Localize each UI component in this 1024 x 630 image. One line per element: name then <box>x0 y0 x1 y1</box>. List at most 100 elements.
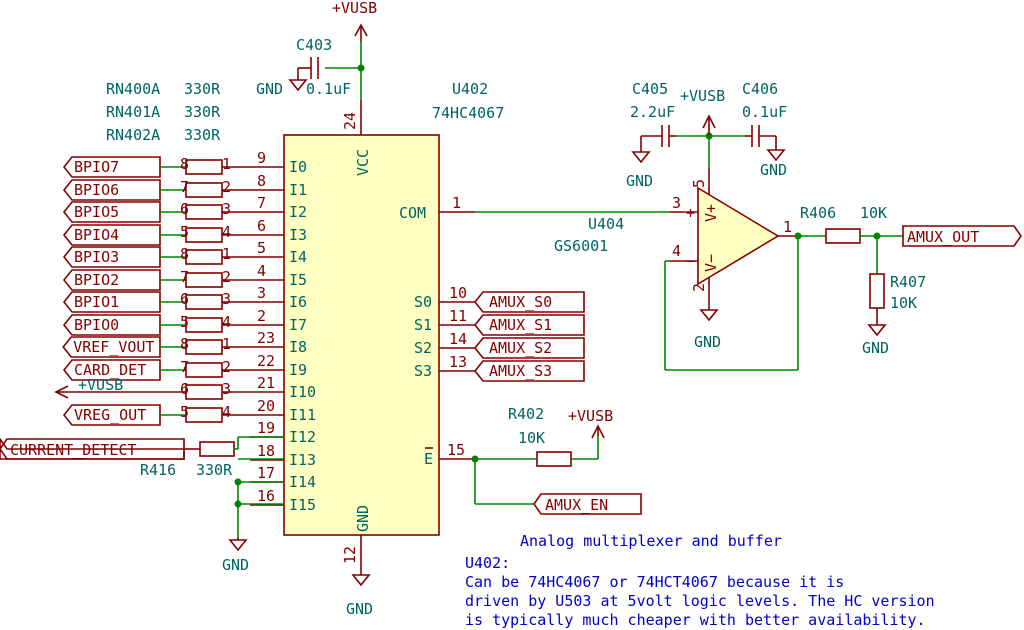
chip-input-label-i3: I3 <box>289 226 307 244</box>
net-label--vusb: +VUSB <box>78 376 123 394</box>
net-label-bpio3: BPIO3 <box>74 248 119 266</box>
c403-ref: C403 <box>296 36 332 54</box>
chip-input-label-i10: I10 <box>289 383 316 401</box>
chip-input-label-i9: I9 <box>289 361 307 379</box>
rn-resistor-bpio6 <box>185 182 223 198</box>
gnd-symbol-left <box>228 537 248 552</box>
r407-value: 10K <box>890 294 917 312</box>
chip-pin-number-i11: 20 <box>257 397 275 415</box>
rn402-value: 330R <box>184 126 221 144</box>
chip-input-label-i12: I12 <box>289 428 316 446</box>
amux-out-flag <box>902 225 1022 247</box>
chip-select-label-s0: S0 <box>414 293 432 311</box>
net-label-bpio0: BPIO0 <box>74 316 119 334</box>
rn-pin-a-bpio4: 5 <box>180 223 189 241</box>
c406-value: 0.1uF <box>742 103 787 121</box>
chip-select-pin-number-s3: 13 <box>449 353 467 371</box>
note-line1: U402: <box>465 554 510 572</box>
r416-body <box>199 441 235 457</box>
rn-pin-a-card-det: 7 <box>180 358 189 376</box>
gnd-pin-number: 12 <box>341 546 359 564</box>
enable-label: E <box>424 450 433 468</box>
chip-input-label-i13: I13 <box>289 451 316 469</box>
chip-ref: U402 <box>452 80 488 98</box>
mux-chip-body <box>283 134 440 536</box>
chip-pin-number-i4: 5 <box>257 239 266 257</box>
chip-pin-number-i0: 9 <box>257 149 266 167</box>
chip-pin-number-i10: 21 <box>257 374 275 392</box>
chip-select-label-s2: S2 <box>414 339 432 357</box>
gnd-opamp-label: GND <box>694 333 721 351</box>
rn-pin-b-bpio6: 2 <box>222 178 231 196</box>
chip-value: 74HC4067 <box>432 104 504 122</box>
r407-body <box>869 273 885 309</box>
gnd-symbol-c403 <box>288 79 308 92</box>
opamp-vplus-pin-number: 5 <box>690 179 708 188</box>
rn-resistor-bpio2 <box>185 272 223 288</box>
rn-resistor-bpio5 <box>185 204 223 220</box>
opamp-vminus-label: V− <box>702 254 720 272</box>
chip-pin-number-i1: 8 <box>257 172 266 190</box>
c405-ref: C405 <box>632 80 668 98</box>
rn-pin-b--vusb: 3 <box>222 380 231 398</box>
chip-input-label-i15: I15 <box>289 496 316 514</box>
note-line3: driven by U503 at 5volt logic levels. Th… <box>465 592 935 610</box>
gnd-c403-label: GND <box>256 80 283 98</box>
chip-com-label: COM <box>399 204 426 222</box>
rn-resistor-bpio4 <box>185 227 223 243</box>
current-detect-label: CURRENT_DETECT <box>10 441 136 459</box>
chip-select-label-s1: S1 <box>414 316 432 334</box>
chip-pin-number-i5: 4 <box>257 262 266 280</box>
rn-pin-b-bpio7: 1 <box>222 155 231 173</box>
opamp-plus-sign: + <box>686 204 695 222</box>
net-flag-amux-s0 <box>473 291 585 313</box>
rn-pin-a-bpio5: 6 <box>180 200 189 218</box>
gnd-r407-label: GND <box>862 339 889 357</box>
rn-resistor-bpio7 <box>185 159 223 175</box>
opamp-minus-sign: − <box>686 252 695 270</box>
r402-body <box>536 451 572 467</box>
net-label-bpio1: BPIO1 <box>74 293 119 311</box>
net-label-bpio4: BPIO4 <box>74 226 119 244</box>
net-flag-amux-s1 <box>473 314 585 336</box>
net-label-amux-s1: AMUX_S1 <box>489 316 552 334</box>
rn-resistor-bpio1 <box>185 294 223 310</box>
opamp-value: GS6001 <box>554 237 608 255</box>
rn-resistor-card-det <box>185 362 223 378</box>
chip-input-label-i4: I4 <box>289 248 307 266</box>
c403-value: 0.1uF <box>306 80 351 98</box>
rn-pin-b-vreg-out: 4 <box>222 403 231 421</box>
net-label-vreg-out: VREG_OUT <box>74 406 146 424</box>
net-flag-amux-s3 <box>473 360 585 382</box>
chip-pin-number-i15: 16 <box>257 487 275 505</box>
net-label-bpio2: BPIO2 <box>74 271 119 289</box>
rn-pin-a-vref-vout: 8 <box>180 335 189 353</box>
amux-en-label: AMUX_EN <box>545 496 608 514</box>
chip-pin-number-i8: 23 <box>257 329 275 347</box>
r407-ref: R407 <box>890 273 926 291</box>
net-label-bpio6: BPIO6 <box>74 181 119 199</box>
note-line2: Can be 74HC4067 or 74HCT4067 because it … <box>465 573 844 591</box>
chip-input-label-i2: I2 <box>289 203 307 221</box>
gnd-symbol-c405 <box>631 151 651 164</box>
rn-pin-b-card-det: 2 <box>222 358 231 376</box>
chip-input-label-i11: I11 <box>289 406 316 424</box>
c406-ref: C406 <box>742 80 778 98</box>
current-detect-flag <box>0 438 185 460</box>
vcc-pin-number: 24 <box>341 112 359 130</box>
chip-input-label-i14: I14 <box>289 473 316 491</box>
gnd-symbol-chip <box>351 574 371 587</box>
vusb-opamp-arrow <box>702 114 716 129</box>
rn-pin-b-bpio5: 3 <box>222 200 231 218</box>
rn401-value: 330R <box>184 103 221 121</box>
r416-value: 330R <box>196 461 233 479</box>
chip-gnd-label: GND <box>354 505 372 532</box>
amux-out-label: AMUX_OUT <box>907 228 979 246</box>
chip-pin-number-i12: 19 <box>257 419 275 437</box>
rn-resistor-bpio3 <box>185 249 223 265</box>
r406-body <box>825 228 861 244</box>
net-label-bpio5: BPIO5 <box>74 203 119 221</box>
chip-input-label-i5: I5 <box>289 271 307 289</box>
